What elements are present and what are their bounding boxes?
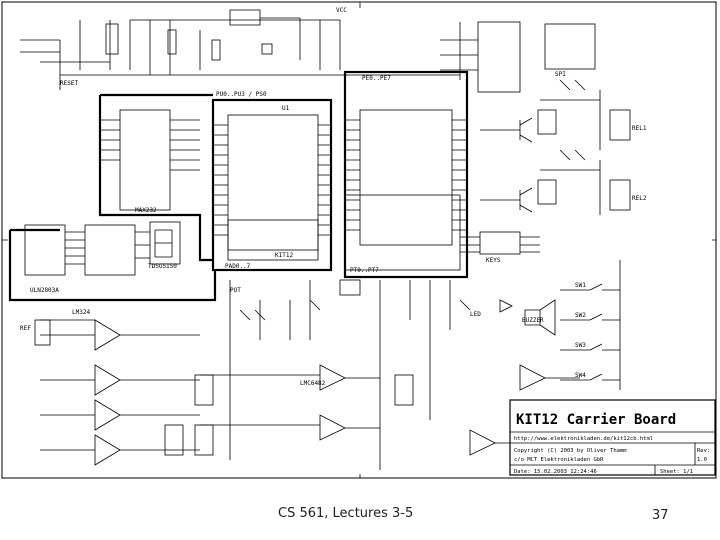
vcc-label: VCC — [336, 7, 347, 14]
title-block-rev-value: 1.0 — [697, 457, 707, 463]
ref-label: REF — [20, 325, 31, 332]
max-label: MAX232 — [135, 207, 157, 214]
sw1-label: SW1 — [575, 282, 586, 289]
circuit-schematic: U1 KIT12 PU0..PU3 / PS0 PE0..PE7 PAD0..7… — [1, 1, 717, 479]
u8-label: LMC6482 — [300, 380, 326, 387]
page-number: 37 — [652, 508, 669, 523]
rel2-label: REL2 — [632, 195, 647, 202]
u1-label: U1 — [282, 105, 290, 112]
title-block-rev-label: Rev: — [697, 448, 710, 454]
title-block-copyright-2: c/o MCT Elektronikladen GbR — [514, 457, 604, 463]
kit12-header-right: PE0..PE7 — [362, 75, 391, 82]
title-block-title: KIT12 Carrier Board — [516, 412, 676, 428]
pad-bus-label: PAD0..7 — [225, 263, 251, 270]
title-block-copyright-1: Copyright (C) 2003 by Oliver Thamm — [514, 448, 627, 454]
reset-label: RESET — [60, 80, 78, 87]
kit12-header-left: PU0..PU3 / PS0 — [216, 91, 267, 98]
rel1-label: REL1 — [632, 125, 647, 132]
buzzer-label: BUZZER — [522, 317, 544, 324]
title-block-date: Date: 15.02.2003 12:24:46 — [514, 469, 597, 475]
title-block-sheet: Sheet: 1/1 — [660, 469, 693, 475]
title-block-url: http://www.elektronikladen.de/kit12cb.ht… — [514, 436, 653, 442]
kit12-label: KIT12 — [275, 252, 293, 259]
sw4-label: SW4 — [575, 372, 586, 379]
footer-course-title: CS 561, Lectures 3-5 — [278, 506, 414, 521]
led-label: LED — [470, 311, 481, 318]
spi-label: SPI — [555, 71, 566, 78]
sw3-label: SW3 — [575, 342, 586, 349]
sw2-label: SW2 — [575, 312, 586, 319]
u7-label: LM324 — [72, 309, 90, 316]
seven-seg-label: TDSG5150 — [148, 263, 177, 270]
pt-bus-label: PT0..PT7 — [350, 267, 379, 274]
pot-label: POT — [230, 287, 241, 294]
keys-label: KEYS — [486, 257, 501, 264]
u4-label: ULN2803A — [30, 287, 59, 294]
